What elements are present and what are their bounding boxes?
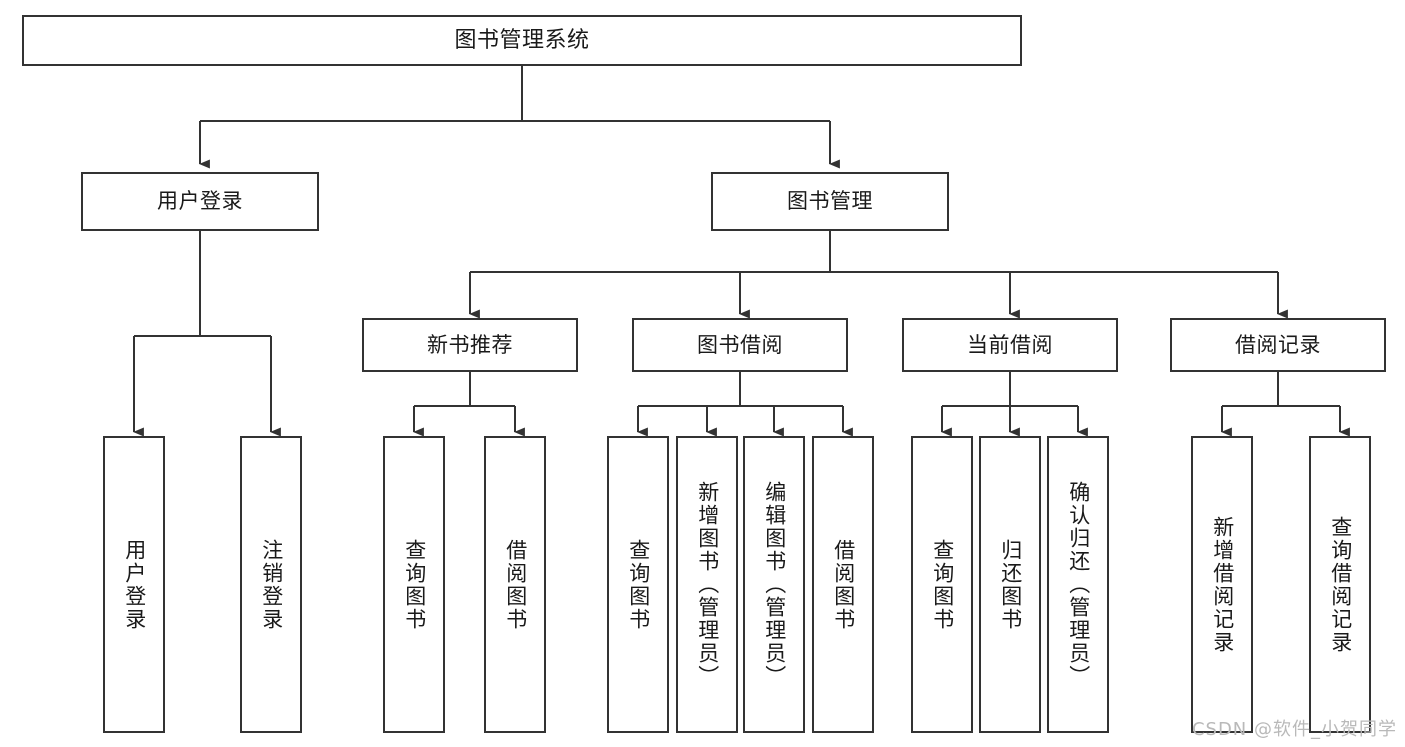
node-leaf-confirm-return[interactable]: 确认归还（管理员） <box>1047 436 1109 733</box>
node-borrow-record-label: 借阅记录 <box>1235 332 1321 357</box>
node-leaf-return-book-label: 归还图书 <box>998 538 1023 631</box>
node-book-manage-label: 图书管理 <box>787 189 873 214</box>
node-leaf-query-record-label: 查询借阅记录 <box>1328 515 1353 654</box>
node-user-login[interactable]: 用户登录 <box>81 172 319 231</box>
node-leaf-query-book-1[interactable]: 查询图书 <box>383 436 445 733</box>
node-leaf-borrow-book-1-label: 借阅图书 <box>503 538 528 631</box>
node-book-manage[interactable]: 图书管理 <box>711 172 949 231</box>
node-leaf-confirm-return-label: 确认归还（管理员） <box>1066 481 1091 688</box>
node-leaf-borrow-book-1[interactable]: 借阅图书 <box>484 436 546 733</box>
node-leaf-add-book[interactable]: 新增图书（管理员） <box>676 436 738 733</box>
node-leaf-return-book[interactable]: 归还图书 <box>979 436 1041 733</box>
node-leaf-query-book-1-label: 查询图书 <box>402 538 427 631</box>
node-leaf-borrow-book-2-label: 借阅图书 <box>831 538 856 631</box>
node-leaf-edit-book[interactable]: 编辑图书（管理员） <box>743 436 805 733</box>
node-current-borrow-label: 当前借阅 <box>967 332 1053 357</box>
node-leaf-borrow-book-2[interactable]: 借阅图书 <box>812 436 874 733</box>
node-leaf-user-login[interactable]: 用户登录 <box>103 436 165 733</box>
node-leaf-query-record[interactable]: 查询借阅记录 <box>1309 436 1371 733</box>
node-leaf-query-book-2-label: 查询图书 <box>626 538 651 631</box>
node-root[interactable]: 图书管理系统 <box>22 15 1022 66</box>
node-current-borrow[interactable]: 当前借阅 <box>902 318 1118 372</box>
node-user-login-label: 用户登录 <box>157 189 243 214</box>
node-book-borrow[interactable]: 图书借阅 <box>632 318 848 372</box>
node-leaf-user-logout[interactable]: 注销登录 <box>240 436 302 733</box>
node-leaf-add-book-label: 新增图书（管理员） <box>695 481 720 688</box>
node-leaf-edit-book-label: 编辑图书（管理员） <box>762 481 787 688</box>
node-leaf-user-login-label: 用户登录 <box>122 538 147 631</box>
node-leaf-user-logout-label: 注销登录 <box>259 538 284 631</box>
node-borrow-record[interactable]: 借阅记录 <box>1170 318 1386 372</box>
node-book-borrow-label: 图书借阅 <box>697 332 783 357</box>
csdn-watermark: CSDN @软件_小贺同学 <box>1191 719 1397 740</box>
node-leaf-query-book-3-label: 查询图书 <box>930 538 955 631</box>
node-root-label: 图书管理系统 <box>454 27 590 53</box>
node-leaf-add-record-label: 新增借阅记录 <box>1210 515 1235 654</box>
node-leaf-query-book-3[interactable]: 查询图书 <box>911 436 973 733</box>
node-leaf-add-record[interactable]: 新增借阅记录 <box>1191 436 1253 733</box>
node-new-book-recommend[interactable]: 新书推荐 <box>362 318 578 372</box>
node-leaf-query-book-2[interactable]: 查询图书 <box>607 436 669 733</box>
node-new-book-recommend-label: 新书推荐 <box>427 332 513 357</box>
